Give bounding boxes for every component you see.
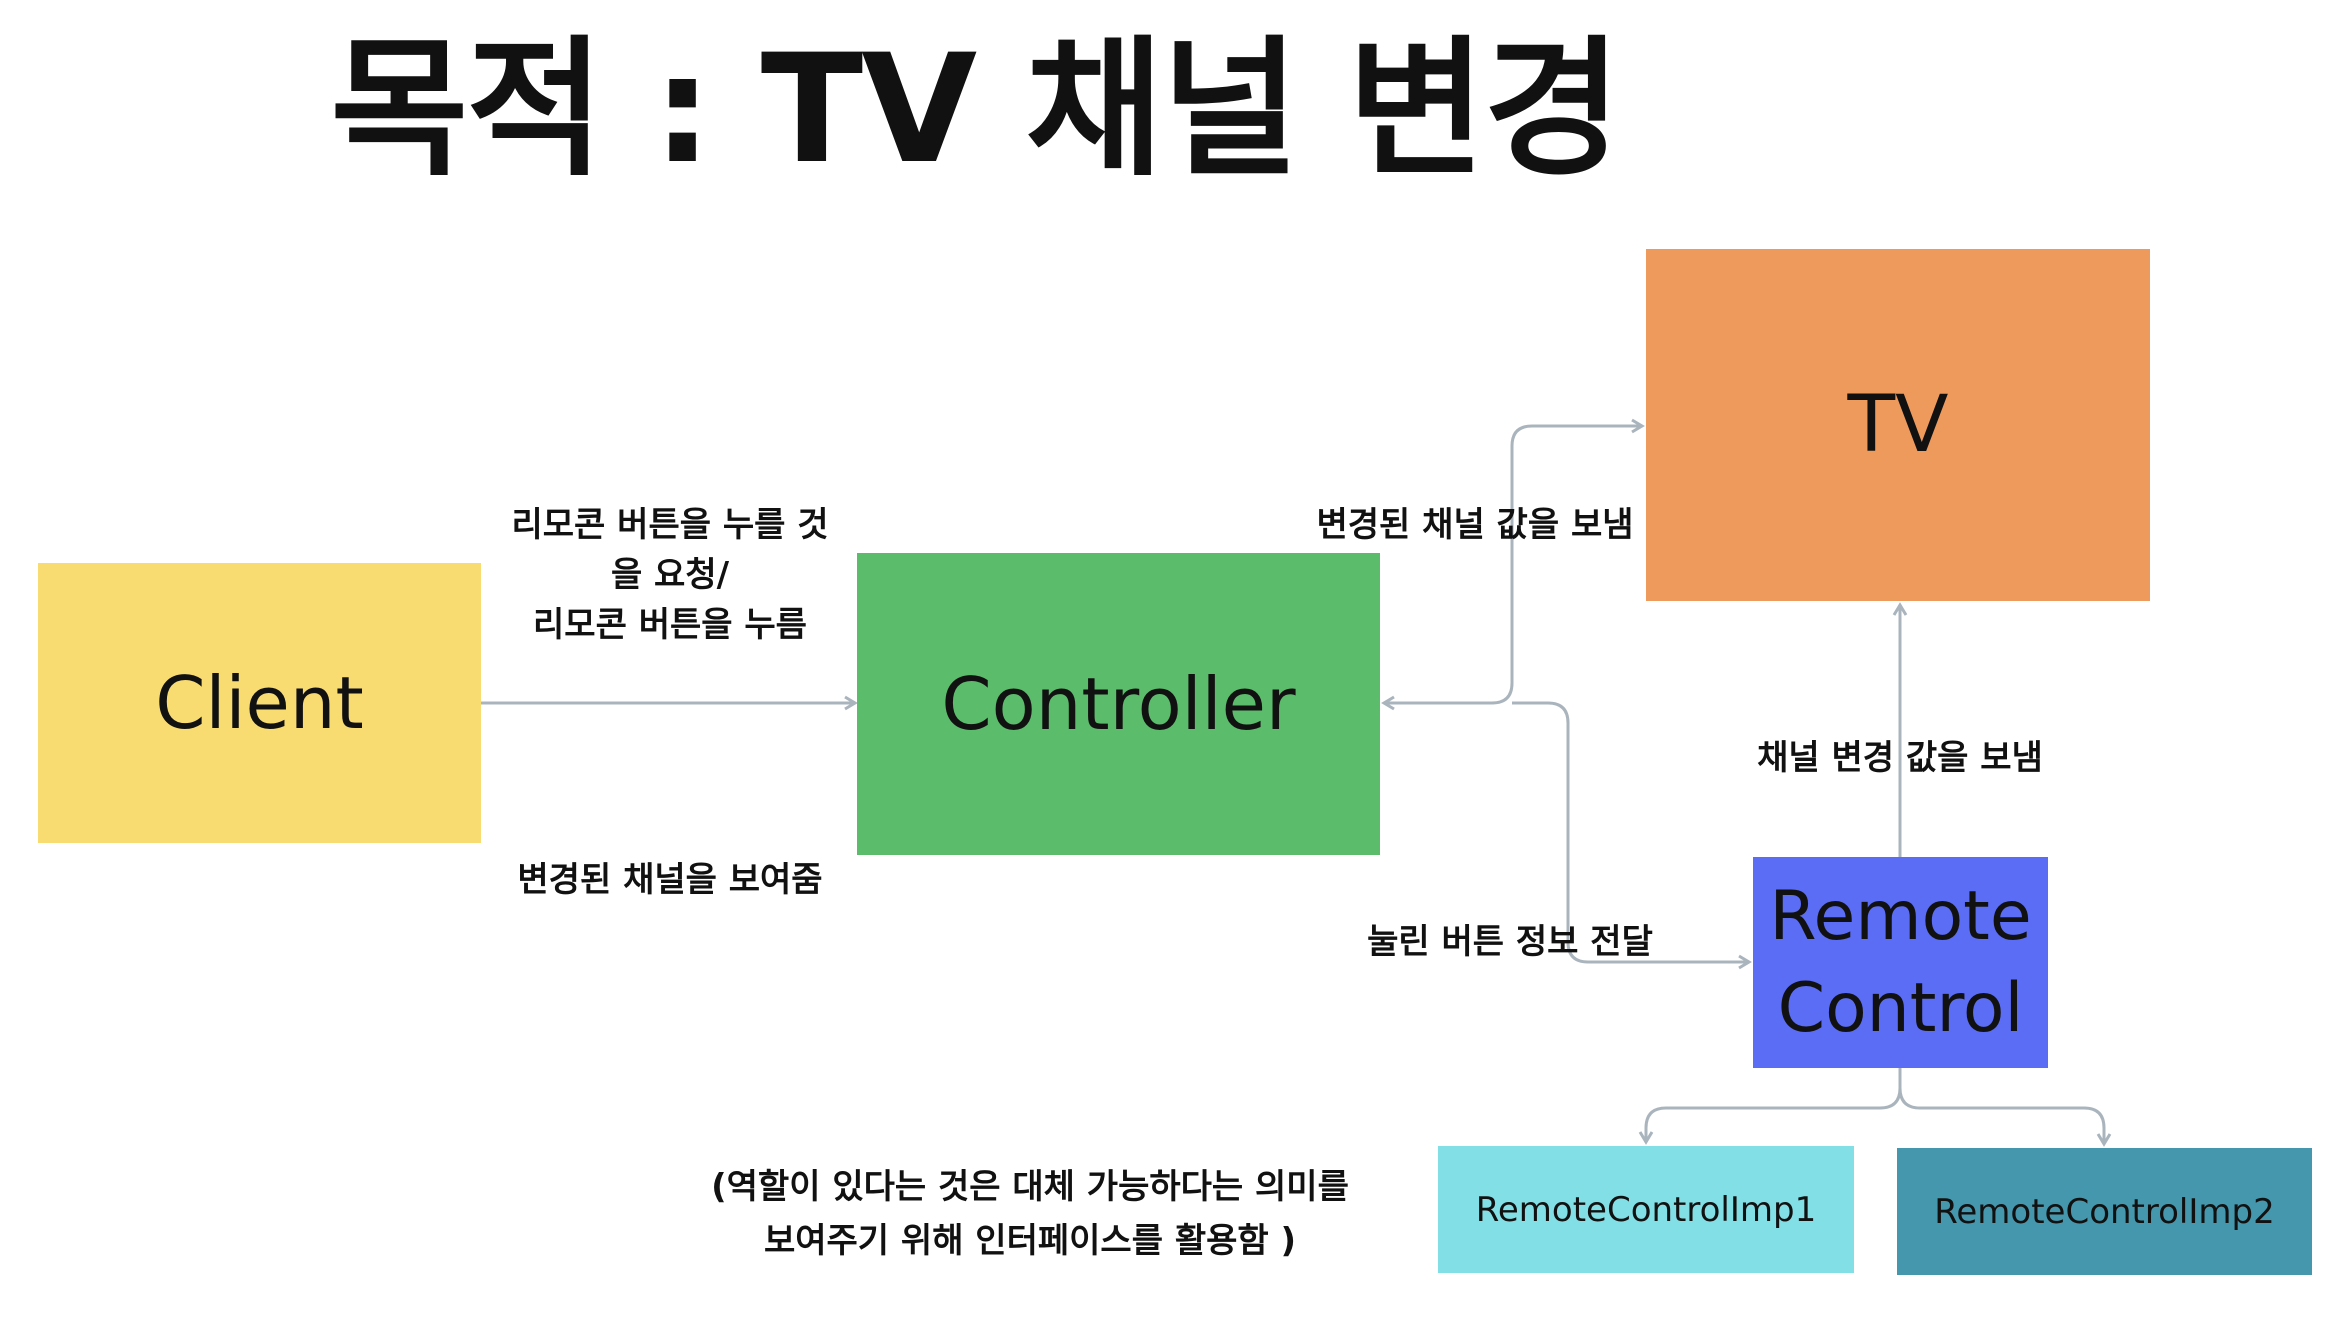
client-node: Client: [38, 563, 481, 843]
page-title: 목적 : TV 채널 변경: [330, 23, 1621, 197]
remote-control-imp1-node: RemoteControlImp1: [1438, 1146, 1854, 1273]
controller-label: Controller: [941, 662, 1296, 746]
arrow-controller-to-tv: [1384, 418, 1645, 705]
imp1-label: RemoteControlImp1: [1475, 1189, 1817, 1230]
note-line2: 보여주기 위해 인터페이스를 활용함 ): [763, 1221, 1297, 1261]
remote-control-imp2-node: RemoteControlImp2: [1897, 1148, 2312, 1275]
remote-label-line2: Control: [1777, 968, 2024, 1048]
note-line1: (역할이 있다는 것은 대체 가능하다는 의미를: [711, 1167, 1349, 1207]
controller-node: Controller: [857, 553, 1380, 855]
show-channel-label: 변경된 채널을 보여줌: [517, 860, 823, 900]
arrow-remote-to-imp2: [1898, 1087, 2112, 1147]
tv-node: TV: [1646, 249, 2150, 601]
send-changed-label: 변경된 채널 값을 보냄: [1316, 505, 1634, 545]
imp2-label: RemoteControlImp2: [1934, 1191, 2275, 1232]
pass-button-label: 눌린 버튼 정보 전달: [1367, 922, 1653, 962]
request-label: 리모콘 버튼을 누를 것 을 요청/ 리모콘 버튼을 누름: [470, 500, 870, 650]
arrow-remote-to-controller: [1512, 701, 1570, 940]
arrow-remote-to-imp1: [1638, 1068, 1902, 1145]
remote-label-line1: Remote: [1769, 876, 2032, 956]
remote-control-node: Remote Control: [1753, 857, 2048, 1068]
client-label: Client: [155, 661, 364, 745]
request-label-line3: 리모콘 버튼을 누름: [533, 605, 807, 645]
tv-label: TV: [1847, 380, 1949, 470]
request-label-line2: 을 요청/: [610, 555, 730, 595]
note-text: (역할이 있다는 것은 대체 가능하다는 의미를 보여주기 위해 인터페이스를 …: [640, 1160, 1420, 1268]
arrow-controller-to-remote: [1566, 940, 1752, 970]
request-label-line1: 리모콘 버튼을 누를 것: [511, 505, 829, 545]
send-change-label: 채널 변경 값을 보냄: [1757, 738, 2043, 778]
